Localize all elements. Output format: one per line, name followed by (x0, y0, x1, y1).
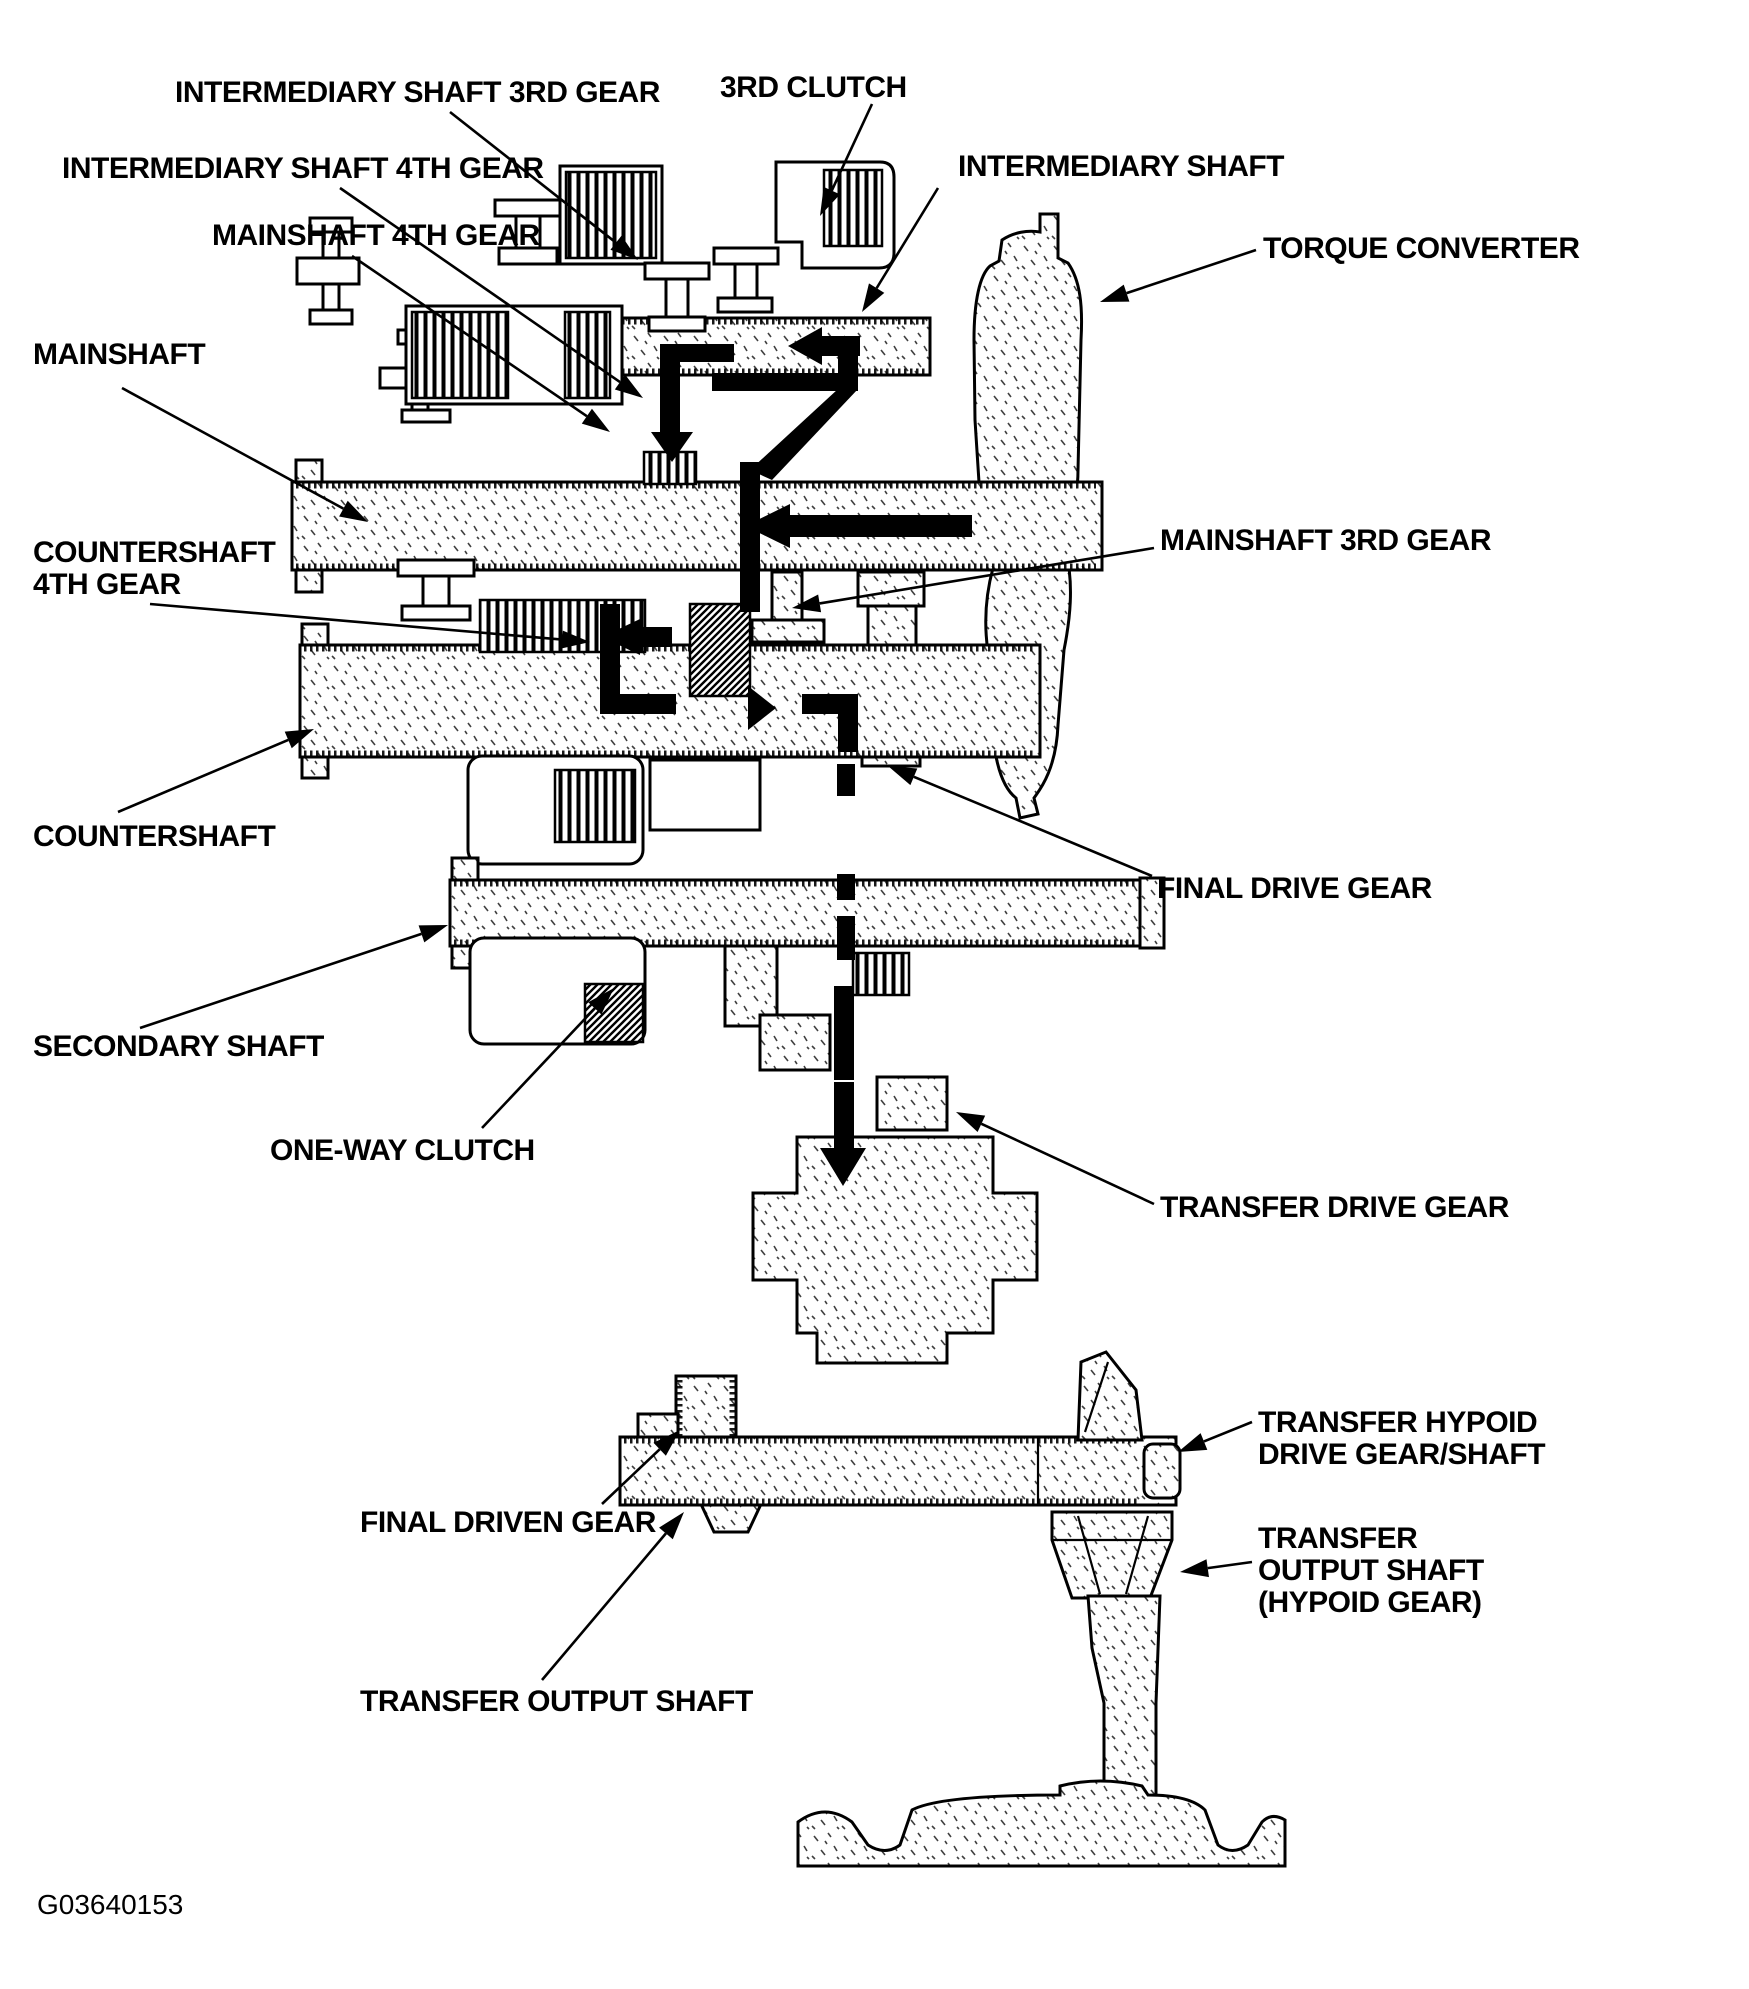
mainshaft-3rd-gear-part (750, 570, 826, 644)
callout-line-countershaft (117, 738, 289, 814)
label-intermediary-shaft: INTERMEDIARY SHAFT (958, 150, 1284, 183)
transfer-output-shaft-part (796, 1510, 1287, 1868)
intermediary-shaft-3rd-gear-part (712, 246, 780, 314)
3rd-clutch-part (774, 160, 896, 270)
power-flow-arrows (600, 327, 972, 1186)
callout-arrowhead-icon (956, 1112, 986, 1132)
callout-arrowhead-icon (588, 988, 614, 1015)
transfer-connectors (723, 944, 949, 1132)
label-mainshaft: MAINSHAFT (33, 338, 205, 371)
intermediary-shaft-part (581, 316, 932, 377)
callout-line-one-way-clutch (481, 1007, 596, 1129)
label-intermediary-shaft-4th-gear: INTERMEDIARY SHAFT 4TH GEAR (62, 152, 544, 185)
label-final-driven-gear: FINAL DRIVEN GEAR (360, 1506, 657, 1539)
callout-line-intermediary-shaft-3rd-gear (449, 110, 617, 244)
mainshaft-4th-gear-clutch-part (404, 304, 698, 486)
callout-arrowhead-icon (659, 1512, 684, 1540)
callout-line-transfer-hypoid-drive-gear-shaft (1203, 1420, 1253, 1443)
callout-arrowhead-icon (1178, 1433, 1208, 1452)
idler-gear-small (295, 216, 361, 326)
callout-arrowhead-icon (339, 500, 368, 522)
label-transfer-output-shaft: TRANSFER OUTPUT SHAFT (360, 1685, 753, 1718)
intermediary-shaft-4th-gear-part (643, 261, 711, 333)
callout-line-intermediary-shaft-4th-gear (339, 186, 621, 384)
transfer-drive-gear-part (751, 1135, 1039, 1365)
label-final-drive-gear: FINAL DRIVE GEAR (1157, 872, 1433, 905)
label-transfer-drive-gear: TRANSFER DRIVE GEAR (1160, 1191, 1510, 1224)
callout-arrowhead-icon (653, 1430, 680, 1456)
callout-arrowhead-icon (614, 374, 643, 398)
callout-arrowhead-icon (1180, 1559, 1209, 1578)
label-mainshaft-3rd-gear: MAINSHAFT 3RD GEAR (1160, 524, 1492, 557)
callout-line-final-drive-gear (913, 775, 1153, 878)
label-secondary-shaft: SECONDARY SHAFT (33, 1030, 324, 1063)
mid-clutch-assembly (466, 754, 762, 866)
callout-arrowhead-icon (888, 766, 918, 786)
callout-arrowhead-icon (581, 408, 610, 432)
label-torque-converter: TORQUE CONVERTER (1263, 232, 1580, 265)
callout-line-intermediary-shaft (875, 187, 940, 289)
callout-line-mainshaft-4th-gear (351, 254, 588, 418)
callout-line-torque-converter (1126, 248, 1257, 295)
callout-line-transfer-output-shaft-hypoid-gear (1207, 1560, 1253, 1570)
callout-line-mainshaft-3rd-gear (819, 546, 1155, 605)
label-one-way-clutch: ONE-WAY CLUTCH (270, 1134, 535, 1167)
callout-line-countershaft-4th-gear (149, 602, 563, 641)
callout-arrowhead-icon (862, 283, 885, 312)
label-3rd-clutch: 3RD CLUTCH (720, 71, 907, 104)
countershaft-3rd-gear-mesh (688, 602, 752, 698)
callout-arrowhead-icon (561, 630, 590, 649)
callout-line-transfer-output-shaft (541, 1532, 667, 1681)
callout-arrowhead-icon (1100, 284, 1130, 302)
label-intermediary-shaft-3rd-gear: INTERMEDIARY SHAFT 3RD GEAR (175, 76, 661, 109)
callout-line-secondary-shaft (139, 932, 422, 1030)
callout-arrowhead-icon (792, 594, 822, 613)
label-countershaft: COUNTERSHAFT (33, 820, 275, 853)
callout-arrowhead-icon (820, 186, 840, 216)
figure-code: G03640153 (37, 1889, 183, 1920)
transfer-hypoid-drive-gear-shaft-part (618, 1350, 1182, 1507)
label-mainshaft-4th-gear: MAINSHAFT 4TH GEAR (212, 219, 541, 252)
callout-line-mainshaft (121, 386, 345, 510)
callout-line-final-driven-gear (601, 1448, 661, 1505)
callout-line-transfer-drive-gear (980, 1122, 1155, 1206)
part-labels: INTERMEDIARY SHAFT 3RD GEAR 3RD CLUTCH INT… (33, 71, 1581, 1920)
callout-arrowhead-icon (418, 925, 448, 943)
callout-arrowhead-icon (610, 235, 638, 260)
mainshaft-4th-gear-top-part (493, 164, 664, 266)
one-way-clutch-part (468, 936, 911, 1046)
callout-line-3rd-clutch (830, 103, 874, 192)
callout-arrowhead-icon (284, 729, 314, 749)
